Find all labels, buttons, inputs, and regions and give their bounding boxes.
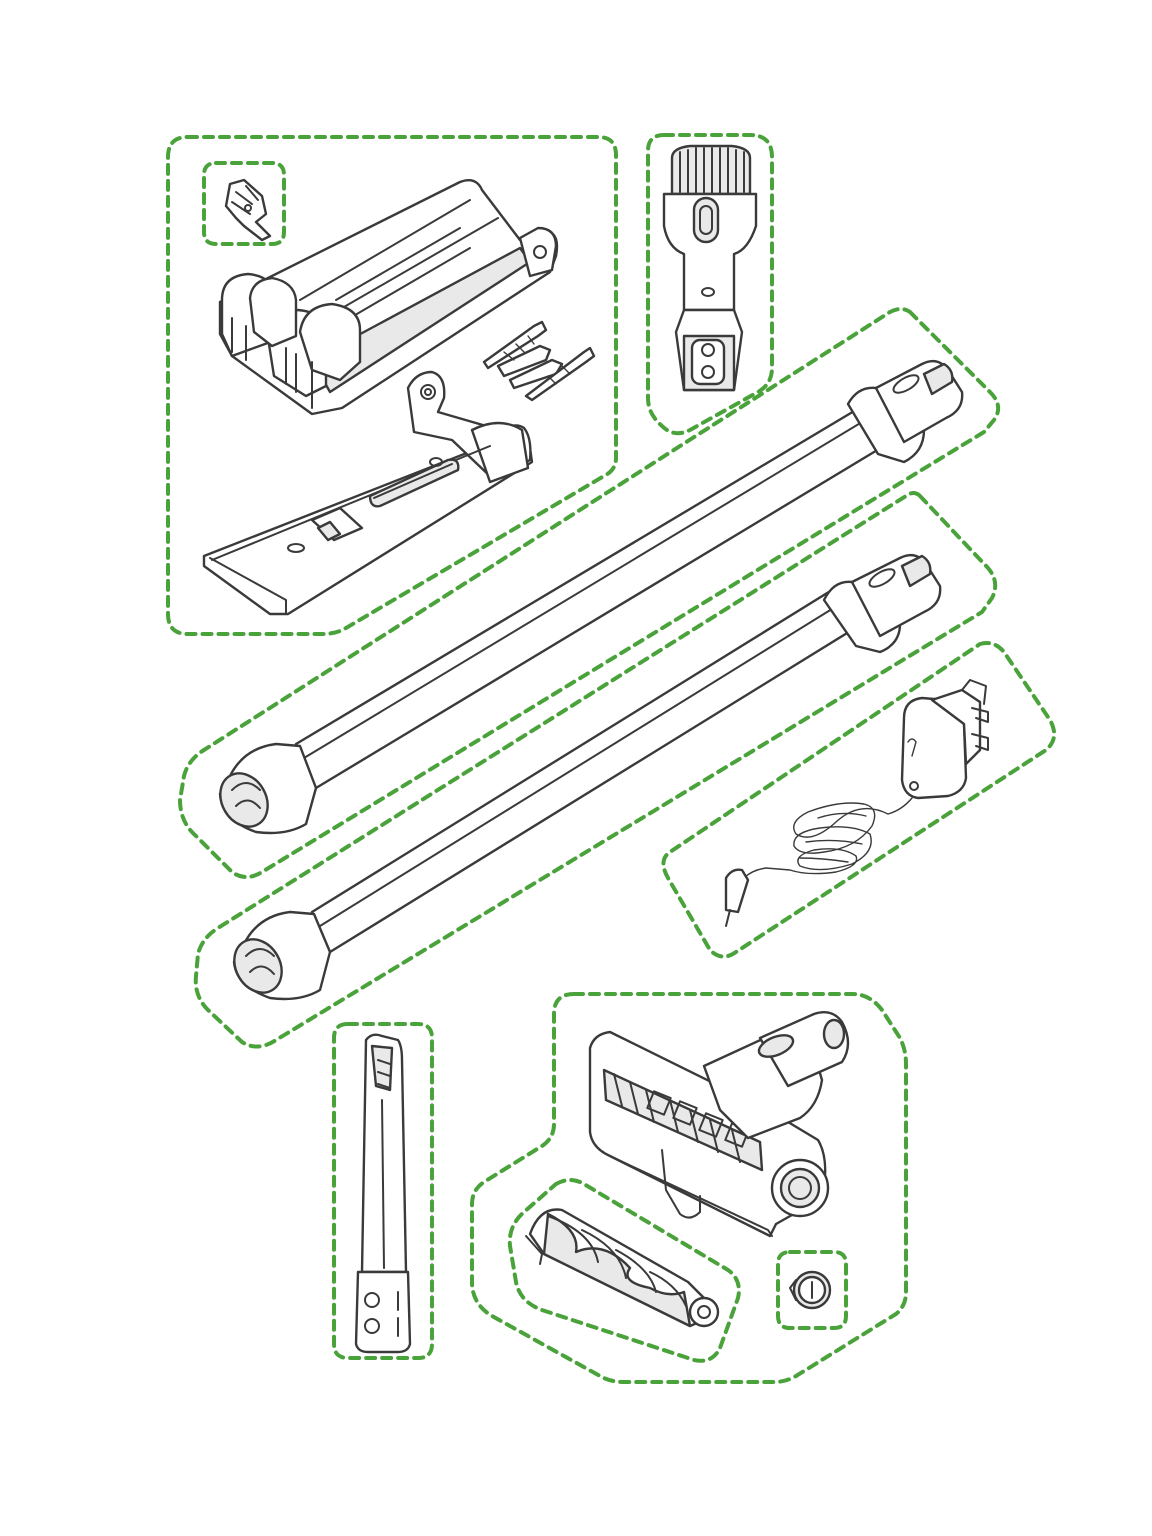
brush-bar-icon bbox=[525, 1208, 720, 1328]
cleaner-head-group-outline bbox=[470, 992, 908, 1384]
cleaner-head-icon bbox=[588, 1011, 850, 1238]
clip-group-outline bbox=[202, 161, 286, 246]
brush-bar-group-outline bbox=[507, 1178, 741, 1363]
wall-dock-icon bbox=[202, 179, 559, 616]
combination-tool-icon bbox=[662, 144, 758, 392]
short-wand-group-outline bbox=[193, 491, 998, 1049]
crevice-tool-group-outline bbox=[332, 1022, 434, 1360]
long-wand-icon bbox=[218, 359, 964, 835]
screws-icon bbox=[482, 320, 596, 402]
charger-group-outline bbox=[661, 641, 1057, 959]
short-wand-icon bbox=[232, 553, 942, 1001]
end-cap-icon bbox=[789, 1270, 832, 1310]
crevice-tool-icon bbox=[354, 1033, 412, 1354]
accessory-clip-icon bbox=[224, 178, 272, 242]
end-cap-group-outline bbox=[776, 1250, 848, 1330]
charger-icon bbox=[724, 679, 989, 927]
long-wand-group-outline bbox=[178, 307, 1001, 879]
group-outlines bbox=[166, 133, 1057, 1384]
dock-group-outline bbox=[166, 135, 618, 636]
combination-tool-group-outline bbox=[646, 133, 774, 436]
